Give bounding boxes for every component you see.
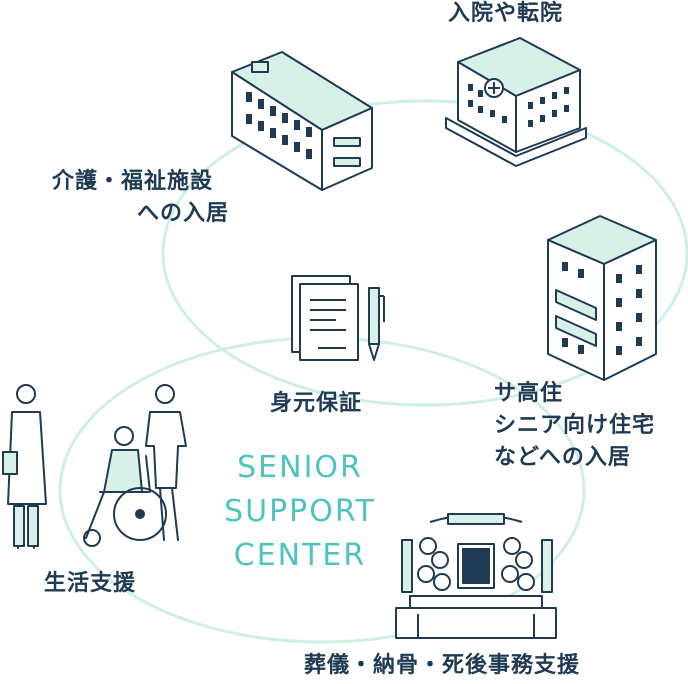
housing-label-line3: などへの入居: [494, 445, 631, 470]
document-pen-icon: [291, 275, 385, 361]
care-facility-label-line1: 介護・福祉施設: [52, 169, 214, 194]
center-title: SENIOR SUPPORT CENTER: [195, 446, 405, 578]
funeral-altar-icon: [395, 513, 557, 639]
center-title-line1: SENIOR: [237, 450, 363, 485]
funeral-label: 葬儀・納骨・死後事務支援: [304, 653, 581, 678]
hospital-building-icon: [445, 37, 587, 167]
life-support-label: 生活支援: [44, 571, 137, 596]
guarantee-label: 身元保証: [270, 391, 363, 416]
care-facility-building-icon: [231, 51, 373, 191]
housing-label-line2: シニア向け住宅: [494, 413, 656, 438]
upper-ring: [161, 99, 688, 407]
center-title-line3: CENTER: [233, 538, 367, 573]
senior-housing-building-icon: [547, 215, 657, 381]
hospital-label: 入院や転院: [448, 1, 564, 26]
care-facility-label-line2: への入居: [137, 201, 230, 226]
housing-label-line1: サ高住: [494, 381, 564, 406]
caregivers-wheelchair-icon: [2, 384, 187, 549]
center-title-line2: SUPPORT: [224, 494, 376, 529]
